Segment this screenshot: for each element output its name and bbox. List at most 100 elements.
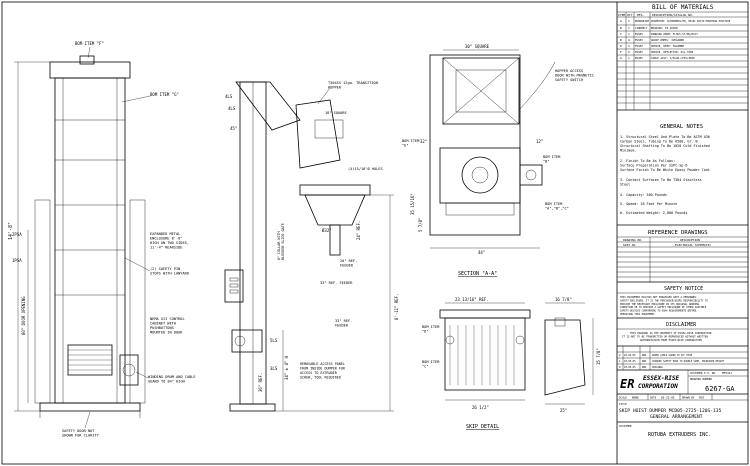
title-line-2: GENERAL ARRANGEMENT [650,414,703,420]
ref-30: 33" REF. FEEDER [320,281,353,285]
title-block: ER ESSEX-RISE CORPORATION CUSTOMER P.O. … [617,370,748,438]
title-label: TITLE [619,402,627,406]
ref-height-dim: 8'-11" REF. [394,294,399,321]
rev-cell: RWS [642,366,647,369]
bom-cell: B [620,26,622,30]
skip-detail: 23 13/16" REF. 26 1/2" 16 7/8" 25" 15 7/… [422,297,601,430]
bom-cell: CABLE ASSY: 3/8x40-LFDS/4848 [651,56,695,60]
drawn-label: DRAWN BY [682,396,695,400]
label-4ls-b: 4LS [228,106,236,111]
width-44: 44" [478,250,485,255]
safety-title: SAFETY NOTICE [664,286,703,292]
bom-row: B 1 LINKBELT BEARING: P3-U226N [620,26,678,30]
bom-cell: 1 [628,56,630,60]
ref-24: 24" REF. [356,221,361,240]
collar-callout: 6" COLLAR WITH BLEEDER SLIDE GATE [277,223,285,260]
bom-cell: G [620,56,622,60]
date-label: DATE [650,396,657,400]
refdraw-header-desc: DESCRIPTION [680,238,700,242]
skip-width-26: 26 1/2" [472,405,489,410]
rev-cell: RWS [642,354,647,357]
bom-cell: ESSEX [635,32,643,36]
bom-header-desc: DESCRIPTION/CATALOG NO. [652,13,694,17]
callout-bom-e: BOM ITEM "E" [402,139,421,148]
dim-5-7-8: 5 7/8" [418,218,423,232]
company-name-2: CORPORATION [638,383,678,390]
skip-width-ref: 23 13/16" REF. [455,297,489,302]
skip-height-15: 15 7/8" [596,348,601,365]
bom-cell: ESSEX [635,50,643,54]
bom-cell: 2 [628,50,630,54]
safety-notice: SAFETY NOTICE THIS EQUIPMENT HAS/HAS NOT… [617,286,748,319]
revision-row: 2 10-03-05 RWS ADDED CABLE GUARD TO 84" … [619,353,693,357]
drawing-number-label: DRAWING NUMBER [690,377,712,381]
section-aa: 30" SQUARE 44" 35 15/16" 5 7/8" 32" 12" … [402,44,596,277]
label-4ls-a: 4LS [225,94,233,99]
hopper-height-dim: 34" ± 4" H [284,355,289,380]
bom-row: F 2 ESSEX SHEAVE, DEFLECTOR: 6SL-7088 [620,50,694,54]
disclaimer: DISCLAIMER THIS DRAWING IS THE PROPERTY … [617,322,748,347]
bom-cell: LINKBELT [635,26,648,30]
height-34: 36" REF. [258,373,263,392]
feeder-33: 33" REF. FEEDER [335,319,354,328]
angle-dim: 45° [230,126,237,131]
callout-drum-guard: WINDING DRUM AND CABLE GUARD TO 84" HIGH [148,375,198,384]
disclaimer-text: THIS DRAWING IS THE PROPERTY OF ESSEX-RI… [622,331,714,342]
rev-cell: 10-03-05 [624,360,636,363]
scale-value: NONE [632,396,639,400]
title-line-1: SKIP HOIST DUMPER MCD05-2725-120S-135 [619,408,722,414]
skip-depth-25: 25" [560,408,567,413]
feeder-20: 20" REF. FEEDER [340,259,359,268]
customer-name: ROTUBA EXTRUDERS INC. [648,432,711,438]
bom-cell: SHEAVE, DEFLECTOR: 6SL-7088 [651,50,694,54]
note-1: 1- Structural Steel And Plate To Be ASTM… [620,135,712,153]
bom-cell: ESSEX [635,38,643,42]
callout-bom-c: BOM ITEM "C" [422,360,441,369]
bom-cell: 1 [628,44,630,48]
callout-transition-hopper: T304SS 12ga. TRANSITION HOPPER [328,81,380,90]
company-name-1: ESSEX-RISE [643,375,680,382]
revision-row: 1 10-03-05 RWS CHANGED SAFETY PINS TO DO… [619,359,725,363]
dia-32: Ø32" [322,228,332,233]
rev-cell: 2 [619,353,621,357]
callout-safety-pins: (2) SAFETY PIN STOPS WITH LANYARD [150,267,189,276]
rev-cell: 1 [619,359,621,363]
square-30: 30" SQUARE [465,44,490,49]
rev-cell: 0 [619,365,621,369]
refdraw-cell: 6267-W1 [623,243,636,247]
label-2psa: 2PSA [12,232,22,237]
general-notes: GENERAL NOTES 1- Structural Steel And Pl… [617,124,748,226]
bom-table: BILL OF MATERIALS ITEM QTY MFG. DESCRIPT… [617,4,748,111]
revision-row: 0 03-05-05 RWS ORIGINAL [619,365,664,369]
bom-cell: EURODRIVE [635,19,649,23]
refdraw-header-no: DRAWING NO. [623,238,643,242]
bom-cell: 1 [628,19,630,23]
bom-row: E 1 ESSEX SHEAVE, DEEP: 8SA4BBB [620,44,684,48]
bom-header-mfg: MFG. [637,13,644,17]
rev-cell: ADDED CABLE GUARD TO 84" HIGH [652,354,693,357]
disclaimer-title: DISCLAIMER [666,322,697,328]
reference-drawings: REFERENCE DRAWINGS DRAWING NO. DESCRIPTI… [617,230,748,283]
bom-cell: SHEAVE, DEEP: 8SA4BBB [651,44,684,48]
date-value: 02-22-05 [661,396,675,400]
bom-cell: 1 [628,26,630,30]
bom-cell: GUIDE WHEEL: 3VDA4RRB [651,38,684,42]
callout-control-cabinet: NEMA XII CONTROL CABINET WITH PUSHBUTTON… [150,317,187,335]
front-elevation: 14'-8" 80" DOOR OPENING 2PSA 1PSA BOM IT… [8,41,198,438]
note-3: 3- Contact Surfaces To Be T304 Stainless… [620,178,704,187]
safety-text: THIS EQUIPMENT HAS/HAS NOT PURCHASED WIT… [620,296,709,316]
customer-label: CUSTOMER [619,424,632,428]
bom-cell: 1 [628,32,630,36]
callout-bom-b: BOM ITEM "B" [543,155,562,164]
bom-cell: F [620,50,622,54]
bom-title: BILL OF MATERIALS [652,4,714,11]
rev-cell: ORIGINAL [652,366,664,369]
side-elevation: 8'-11" REF. 34" ± 4" H 5LS 3LS 4LS 4LS 4… [224,81,399,412]
bom-cell: WINDING DRUM: M-SD5-ST/PU/H2LT [651,32,698,36]
callout-bom-f: BOM ITEM "F" [75,41,104,46]
label-1psa: 1PSA [12,258,22,263]
callout-bom-g: BOM ITEM "G" [150,92,179,97]
callout-hopper-door: HOPPER ACCESS DOOR WITH MAGNETIC SAFETY … [555,69,596,82]
customer-po: MF5411 [722,371,732,375]
